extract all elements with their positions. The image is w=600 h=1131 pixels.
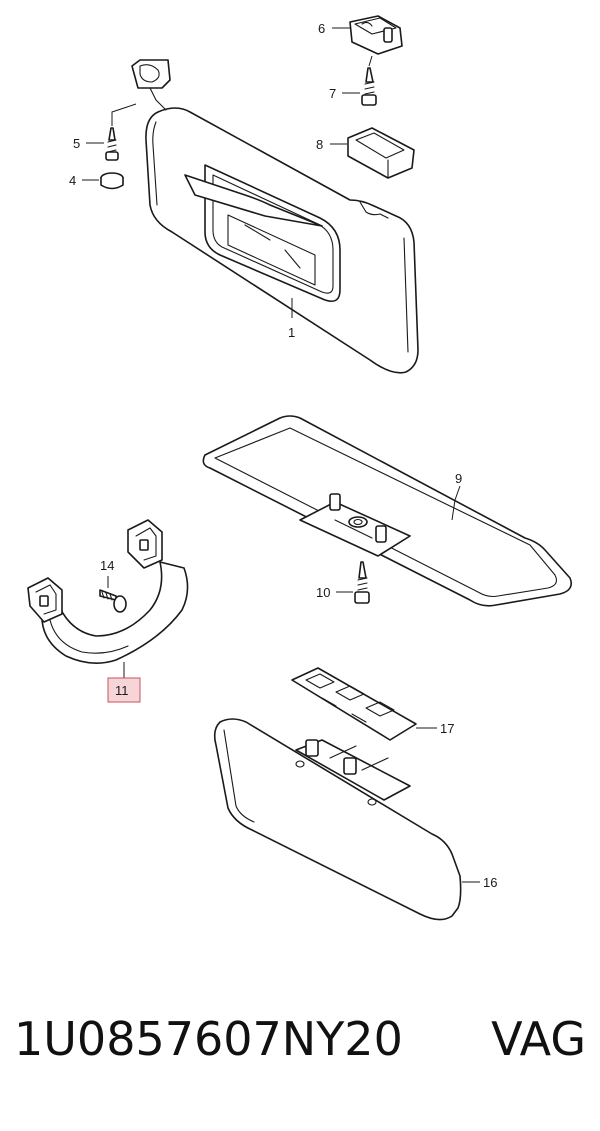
brand-name: VAG: [491, 1012, 586, 1066]
callout-11-highlight: [107, 677, 141, 703]
cap-part: [82, 172, 124, 190]
callout-8: 8: [316, 137, 323, 152]
clip-holder-part: [332, 15, 403, 55]
console-lid-part: [213, 718, 480, 921]
callout-1: 1: [288, 325, 295, 340]
parts-diagram: 1 4 5 6 7 8: [27, 15, 573, 921]
callout-10: 10: [316, 585, 330, 600]
callout-5: 5: [73, 136, 80, 151]
screw-part-7: [342, 55, 377, 106]
callout-14: 14: [100, 558, 114, 573]
grab-handle-part: [27, 519, 189, 678]
retainer-part: [330, 127, 415, 179]
screw-part-10: [336, 561, 370, 604]
callout-11: 11: [115, 683, 129, 698]
callout-6: 6: [318, 21, 325, 36]
screw-part-14: [99, 576, 127, 613]
callout-16: 16: [483, 875, 497, 890]
screw-part-5: [86, 103, 137, 161]
part-footer: 1U0857607NY20 VAG: [14, 1012, 586, 1082]
callout-9: 9: [455, 471, 462, 486]
mounting-plate-part: [291, 667, 437, 741]
callout-4: 4: [69, 173, 76, 188]
storage-tray-part: [202, 415, 573, 607]
callout-7: 7: [329, 86, 336, 101]
part-number: 1U0857607NY20: [14, 1012, 403, 1066]
callout-17: 17: [440, 721, 454, 736]
sun-visor-part: [131, 59, 419, 374]
